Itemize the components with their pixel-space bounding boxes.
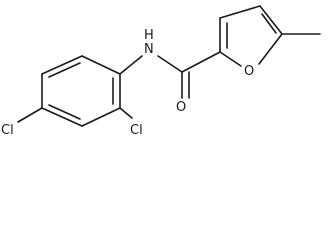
amide-nitrogen-label: N bbox=[144, 42, 154, 57]
double-bond-inner bbox=[48, 62, 81, 78]
double-bond-inner bbox=[48, 104, 81, 120]
molecule-drawing: N H O O Cl Cl bbox=[1, 5, 321, 138]
bond bbox=[119, 107, 133, 119]
furan-oxygen-label: O bbox=[244, 64, 254, 79]
benzene-ring bbox=[41, 55, 121, 127]
chlorine-right-label: Cl bbox=[130, 123, 143, 138]
furan-ring bbox=[219, 5, 321, 67]
bond bbox=[81, 107, 121, 127]
bond bbox=[41, 55, 83, 75]
structure-diagram: N H O O Cl Cl bbox=[1, 5, 321, 138]
substituents bbox=[17, 51, 221, 123]
bond bbox=[258, 33, 283, 65]
bond bbox=[17, 107, 43, 123]
chlorine-left-label: Cl bbox=[1, 123, 14, 138]
bond bbox=[81, 55, 121, 75]
bond bbox=[181, 51, 221, 73]
bond bbox=[157, 55, 183, 73]
bond bbox=[259, 5, 283, 35]
bond bbox=[219, 5, 261, 19]
bond bbox=[219, 51, 242, 67]
amide-hydrogen-label: H bbox=[144, 28, 154, 43]
bond bbox=[119, 55, 143, 75]
carbonyl-oxygen-label: O bbox=[176, 100, 186, 115]
double-bond-inner bbox=[261, 13, 277, 34]
bond bbox=[41, 107, 83, 127]
